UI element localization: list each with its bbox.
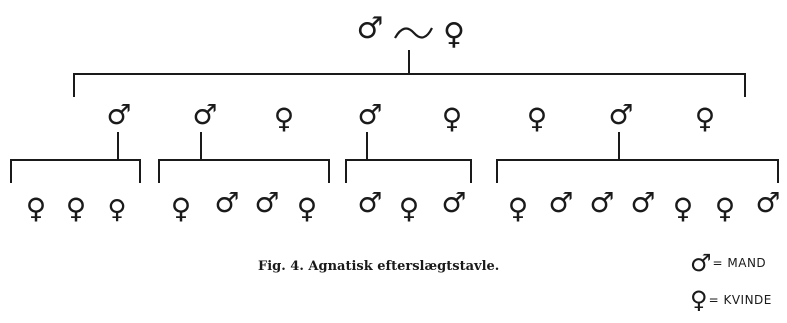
son-2-symbol: ♂ (192, 98, 217, 131)
grandchild-symbol: ♀ (66, 192, 87, 225)
grandchild-symbol: ♀ (171, 192, 192, 225)
legend-label: = MAND (712, 256, 767, 270)
grandchild-symbol: ♂ (214, 186, 239, 219)
grandchild-symbol: ♂ (630, 186, 655, 219)
son-1-symbol: ♂ (106, 98, 131, 131)
grandchild-symbol: ♀ (715, 192, 736, 225)
grandchild-symbol: ♂ (441, 186, 466, 219)
daughter-symbol: ♀ (527, 102, 548, 135)
grandchild-symbol: ♂ (755, 186, 780, 219)
legend-label: = KVINDE (708, 293, 772, 307)
grandchild-symbol: ♀ (297, 192, 318, 225)
grandchild-symbol: ♂ (548, 186, 573, 219)
grandchild-symbol: ♀ (399, 192, 420, 225)
female-symbol-icon: ♀ (690, 286, 708, 314)
legend-item-male: ♂ = MAND (690, 251, 766, 275)
grandchild-symbol: ♀ (107, 195, 126, 225)
grandchild-symbol: ♂ (589, 186, 614, 219)
grandchild-symbol: ♀ (26, 192, 47, 225)
male-symbol-icon: ♂ (690, 249, 712, 277)
figure-caption: Fig. 4. Agnatisk efterslægtstavle. (258, 259, 500, 274)
son-3-symbol: ♂ (357, 98, 382, 131)
couple-link-symbol (394, 27, 433, 39)
daughter-symbol: ♀ (274, 102, 295, 135)
son-4-symbol: ♂ (608, 98, 633, 131)
grandchild-symbol: ♀ (673, 192, 694, 225)
couple-female-symbol: ♀ (443, 17, 465, 52)
grandchild-symbol: ♂ (254, 186, 279, 219)
couple-male-symbol: ♂ (357, 11, 384, 46)
daughter-symbol: ♀ (442, 102, 463, 135)
grandchild-symbol: ♂ (357, 186, 382, 219)
grandchild-symbol: ♀ (508, 192, 529, 225)
daughter-symbol: ♀ (695, 102, 716, 135)
legend-item-female: ♀ = KVINDE (690, 288, 772, 312)
